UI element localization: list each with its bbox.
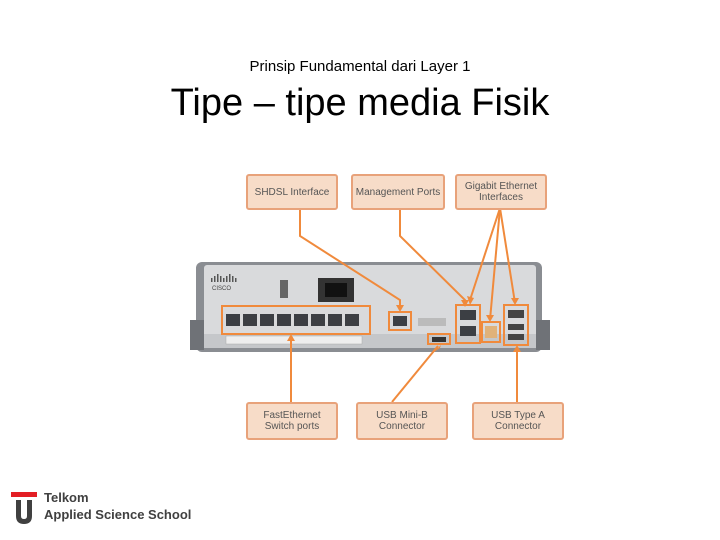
logo-line1: Telkom xyxy=(44,490,89,505)
management-port-highlight xyxy=(481,321,501,343)
callout-usb-a: USB Type A Connector xyxy=(472,402,564,440)
callout-gigabit: Gigabit Ethernet Interfaces xyxy=(455,174,547,210)
callout-management: Management Ports xyxy=(351,174,445,210)
usb-a-highlight xyxy=(503,304,529,346)
fastethernet-ports xyxy=(226,314,359,326)
arrow-heads xyxy=(287,296,521,352)
cisco-logo-icon xyxy=(211,274,237,282)
logo-line2: Applied Science School xyxy=(44,507,192,522)
slide-subtitle: Prinsip Fundamental dari Layer 1 xyxy=(249,58,471,75)
usb-mini-highlight xyxy=(427,333,451,345)
callout-usb-mini: USB Mini-B Connector xyxy=(356,402,448,440)
shdsl-port xyxy=(393,316,407,326)
callout-shdsl: SHDSL Interface xyxy=(246,174,338,210)
slide-title: Tipe – tipe media Fisik xyxy=(170,82,550,124)
telkom-logo: Telkom Applied Science School xyxy=(10,490,200,528)
gigabit-highlight xyxy=(455,304,481,344)
callout-fastethernet: FastEthernet Switch ports xyxy=(246,402,338,440)
telkom-emblem-icon xyxy=(11,492,37,524)
fastethernet-highlight xyxy=(221,305,371,335)
cisco-brand-label: CISCO xyxy=(212,286,231,292)
